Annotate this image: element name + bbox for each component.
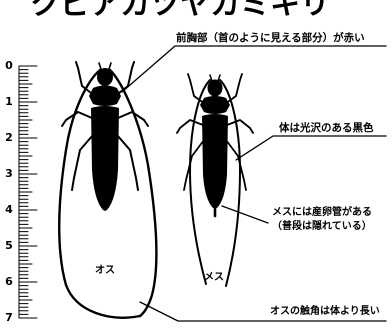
ruler-label-1: 1	[3, 95, 15, 109]
ruler-label-7: 7	[3, 311, 15, 325]
male-hind-left-leg	[72, 135, 93, 190]
male-head	[97, 68, 113, 86]
male-beetle	[59, 62, 156, 318]
female-hind-left-leg	[184, 140, 204, 190]
body-color-leader-line	[236, 136, 386, 160]
ruler-label-0: 0	[3, 59, 15, 73]
ovipositor-leader-line	[222, 206, 268, 223]
ruler	[19, 66, 37, 318]
female-front-right-leg	[225, 74, 242, 104]
ovipositor-annotation-line-1: メスには産卵管がある	[272, 206, 372, 220]
ruler-label-3: 3	[3, 167, 15, 181]
female-middle-right-leg	[227, 120, 253, 133]
ruler-label-4: 4	[3, 203, 15, 217]
male-pronotum	[89, 86, 121, 107]
ovipositor-annotation-line-2: （普段は隠れている）	[272, 220, 372, 234]
ruler-label-5: 5	[3, 239, 15, 253]
female-label: メス	[204, 272, 224, 284]
body-color-annotation: 体は光沢のある黒色	[279, 121, 374, 135]
ovipositor-annotation: メスには産卵管がある （普段は隠れている）	[272, 206, 372, 234]
male-right-antenna	[110, 70, 156, 316]
female-beetle	[177, 74, 253, 286]
female-middle-left-leg	[177, 120, 203, 133]
male-middle-left-leg	[62, 112, 92, 126]
ruler-ticks	[19, 66, 37, 318]
leader-lines	[122, 46, 386, 321]
female-hind-right-leg	[226, 140, 246, 190]
male-right-mandible	[109, 63, 111, 69]
female-pronotum	[200, 96, 230, 114]
pronotum-leader-line	[122, 46, 386, 92]
male-left-mandible	[99, 63, 101, 69]
ruler-label-6: 6	[3, 275, 15, 289]
pronotum-annotation: 前胸部（首のように見える部分）が赤い	[176, 31, 365, 45]
male-label: オス	[95, 265, 115, 277]
female-front-left-leg	[188, 74, 205, 104]
male-antenna-annotation: オスの触角は体より長い	[270, 305, 380, 319]
ruler-label-2: 2	[3, 131, 15, 145]
male-hind-right-leg	[117, 135, 138, 190]
female-head	[208, 80, 223, 97]
